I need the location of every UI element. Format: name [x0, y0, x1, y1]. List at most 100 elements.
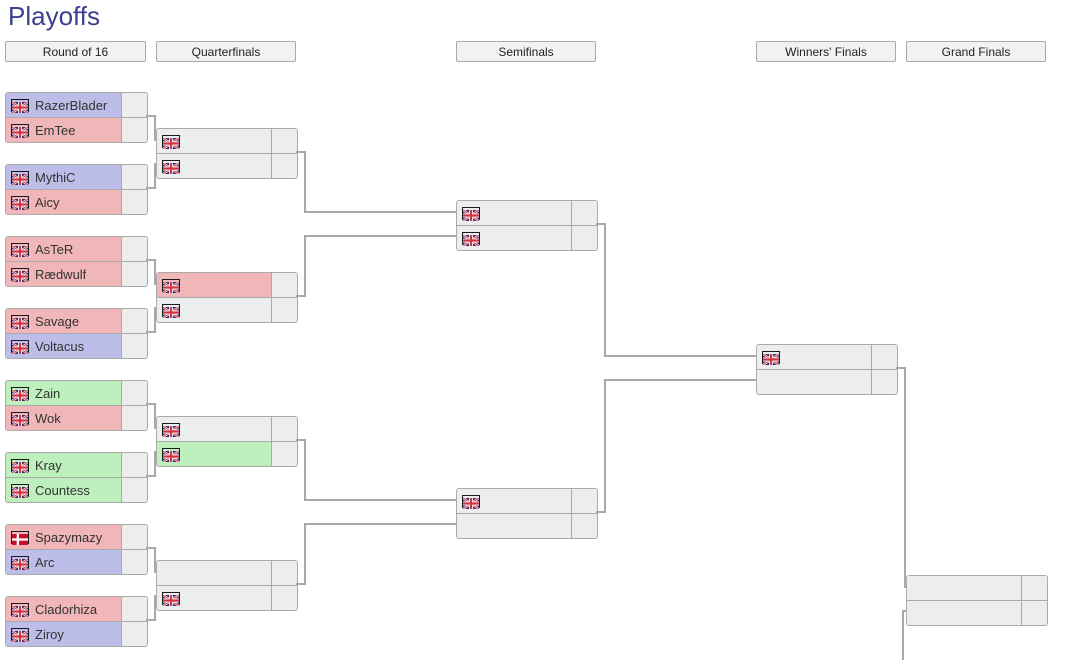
player-slot[interactable]: MythiC — [6, 165, 147, 189]
bracket-connector — [596, 223, 604, 225]
player-name-cell — [157, 273, 271, 297]
score-cell — [1021, 576, 1047, 600]
score-cell — [571, 489, 597, 513]
score-cell — [271, 442, 297, 466]
player-name-cell — [757, 345, 871, 369]
player-slot[interactable]: RazerBlader — [6, 93, 147, 117]
bracket-connector — [304, 523, 456, 525]
denmark-flag-icon — [11, 530, 29, 545]
player-name: Countess — [35, 482, 90, 498]
bracket-connector — [154, 595, 156, 597]
player-slot[interactable]: Countess — [6, 477, 147, 502]
bracket-connector — [304, 235, 306, 297]
player-slot[interactable] — [457, 513, 597, 538]
player-name: Wok — [35, 410, 61, 426]
player-slot[interactable] — [157, 153, 297, 178]
player-name-cell: Zain — [6, 381, 121, 405]
player-slot[interactable]: Zain — [6, 381, 147, 405]
player-slot[interactable] — [457, 489, 597, 513]
uk-flag-icon — [11, 123, 29, 139]
bracket-connector — [304, 499, 456, 501]
player-slot[interactable] — [907, 576, 1047, 600]
score-cell — [571, 514, 597, 538]
player-name-cell: EmTee — [6, 118, 121, 142]
player-name: Rædwulf — [35, 266, 87, 282]
match-quarterfinals-4 — [156, 560, 298, 611]
player-slot[interactable]: Arc — [6, 549, 147, 574]
player-slot[interactable] — [157, 297, 297, 322]
bracket-connector — [604, 379, 606, 513]
player-slot[interactable]: Cladorhiza — [6, 597, 147, 621]
score-cell — [121, 550, 147, 574]
player-slot[interactable]: Rædwulf — [6, 261, 147, 286]
bracket-connector — [904, 367, 906, 588]
bracket-connector — [154, 571, 156, 573]
player-name-cell — [157, 561, 271, 585]
bracket-connector — [904, 586, 906, 588]
score-cell — [871, 370, 897, 394]
score-cell — [121, 93, 147, 117]
score-cell — [271, 154, 297, 178]
player-slot[interactable] — [757, 369, 897, 394]
player-slot[interactable]: Ziroy — [6, 621, 147, 646]
player-name-cell — [157, 586, 271, 610]
score-cell — [271, 129, 297, 153]
match-grand-finals-1 — [906, 575, 1048, 626]
player-name-cell: Savage — [6, 309, 121, 333]
player-slot[interactable]: Spazymazy — [6, 525, 147, 549]
player-slot[interactable]: EmTee — [6, 117, 147, 142]
player-name: Cladorhiza — [35, 601, 98, 617]
player-slot[interactable] — [157, 273, 297, 297]
uk-flag-icon — [462, 231, 480, 247]
player-slot[interactable] — [907, 600, 1047, 625]
player-name: MythiC — [35, 169, 76, 185]
uk-flag-icon — [11, 195, 29, 211]
match-round-of-16-2: MythiC Aicy — [5, 164, 148, 215]
round-header-quarterfinals: Quarterfinals — [156, 41, 296, 62]
bracket-connector — [604, 223, 606, 357]
score-cell — [271, 561, 297, 585]
player-name-cell — [157, 298, 271, 322]
player-slot[interactable] — [157, 129, 297, 153]
player-slot[interactable]: Savage — [6, 309, 147, 333]
round-header-winners-finals: Winners' Finals — [756, 41, 896, 62]
player-name-cell: Countess — [6, 478, 121, 502]
score-cell — [121, 309, 147, 333]
bracket-connector — [146, 259, 154, 261]
player-slot[interactable] — [157, 441, 297, 466]
round-header-round-of-16: Round of 16 — [5, 41, 146, 62]
player-slot[interactable] — [157, 417, 297, 441]
player-name-cell: Aicy — [6, 190, 121, 214]
player-slot[interactable]: Aicy — [6, 189, 147, 214]
player-slot[interactable] — [157, 585, 297, 610]
player-slot[interactable] — [457, 201, 597, 225]
score-cell — [871, 345, 897, 369]
uk-flag-icon — [11, 242, 29, 258]
score-cell — [121, 165, 147, 189]
bracket-connector — [304, 523, 306, 585]
player-slot[interactable]: Kray — [6, 453, 147, 477]
player-name-cell: Kray — [6, 453, 121, 477]
bracket-connector — [154, 595, 156, 621]
bracket-connector — [154, 283, 156, 285]
bracket-connector — [154, 139, 156, 141]
score-cell — [571, 201, 597, 225]
player-slot[interactable] — [757, 345, 897, 369]
score-cell — [271, 298, 297, 322]
score-cell — [121, 334, 147, 358]
player-name: Arc — [35, 554, 55, 570]
player-name-cell — [457, 201, 571, 225]
player-name: Savage — [35, 313, 80, 329]
score-cell — [121, 622, 147, 646]
player-name-cell: Wok — [6, 406, 121, 430]
player-slot[interactable] — [457, 225, 597, 250]
player-slot[interactable]: AsTeR — [6, 237, 147, 261]
score-cell — [121, 597, 147, 621]
player-name-cell: MythiC — [6, 165, 121, 189]
player-slot[interactable]: Wok — [6, 405, 147, 430]
bracket-connector — [146, 187, 154, 189]
player-slot[interactable]: Voltacus — [6, 333, 147, 358]
player-slot[interactable] — [157, 561, 297, 585]
